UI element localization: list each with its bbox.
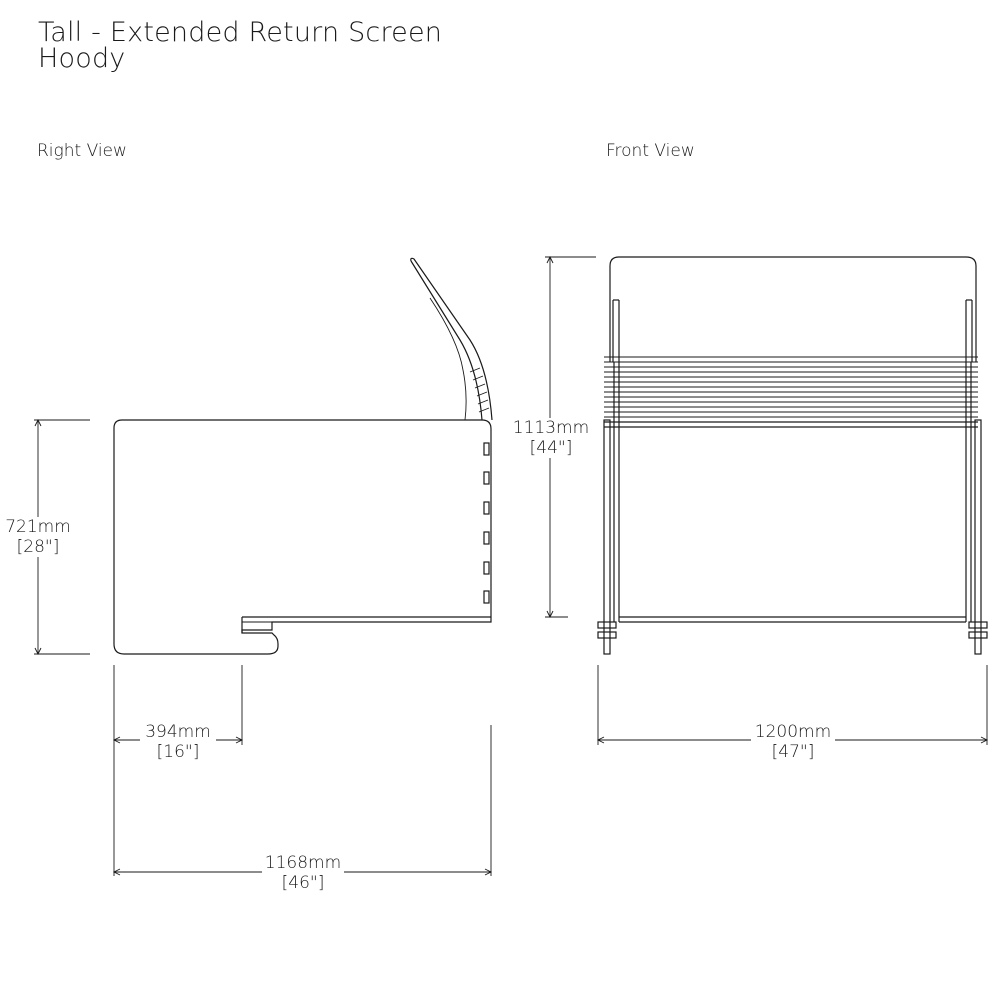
overall-depth-in: [46"] <box>281 873 325 893</box>
overall-width-dimension: 1200mm [47"] <box>751 722 835 762</box>
slot <box>483 531 490 545</box>
overall-width-in: [47"] <box>771 742 815 762</box>
front-view-label: Front View <box>606 141 695 161</box>
slot <box>483 561 490 575</box>
return-depth-in: [16"] <box>156 742 200 762</box>
side-height-in: [28"] <box>16 537 60 557</box>
front-view-drawing <box>545 255 989 745</box>
slot <box>483 590 490 604</box>
overall-height-mm: 1113mm <box>512 418 590 438</box>
front-view-top-panel <box>609 256 977 362</box>
return-depth-dimension: 394mm [16"] <box>140 722 216 762</box>
overall-height-dimension: 1113mm [44"] <box>512 418 590 458</box>
slot <box>483 471 490 485</box>
product-name: Hoody <box>38 43 126 74</box>
front-left-frame <box>603 419 611 655</box>
overall-depth-dimension: 1168mm [46"] <box>262 853 344 893</box>
slot <box>483 442 490 456</box>
overall-width-mm: 1200mm <box>754 722 832 742</box>
side-height-dimension: 721mm [28"] <box>0 517 76 557</box>
overall-depth-mm: 1168mm <box>264 853 342 873</box>
side-height-mm: 721mm <box>5 517 71 537</box>
drawing-title: Tall - Extended Return Screen <box>38 17 443 48</box>
right-view-body <box>113 419 492 655</box>
right-view-screen <box>410 257 493 421</box>
right-view-label: Right View <box>37 141 127 161</box>
return-depth-mm: 394mm <box>145 722 211 742</box>
overall-height-in: [44"] <box>529 438 573 458</box>
right-view-drawing <box>34 257 493 876</box>
front-right-frame <box>974 419 982 655</box>
slot <box>483 501 490 515</box>
